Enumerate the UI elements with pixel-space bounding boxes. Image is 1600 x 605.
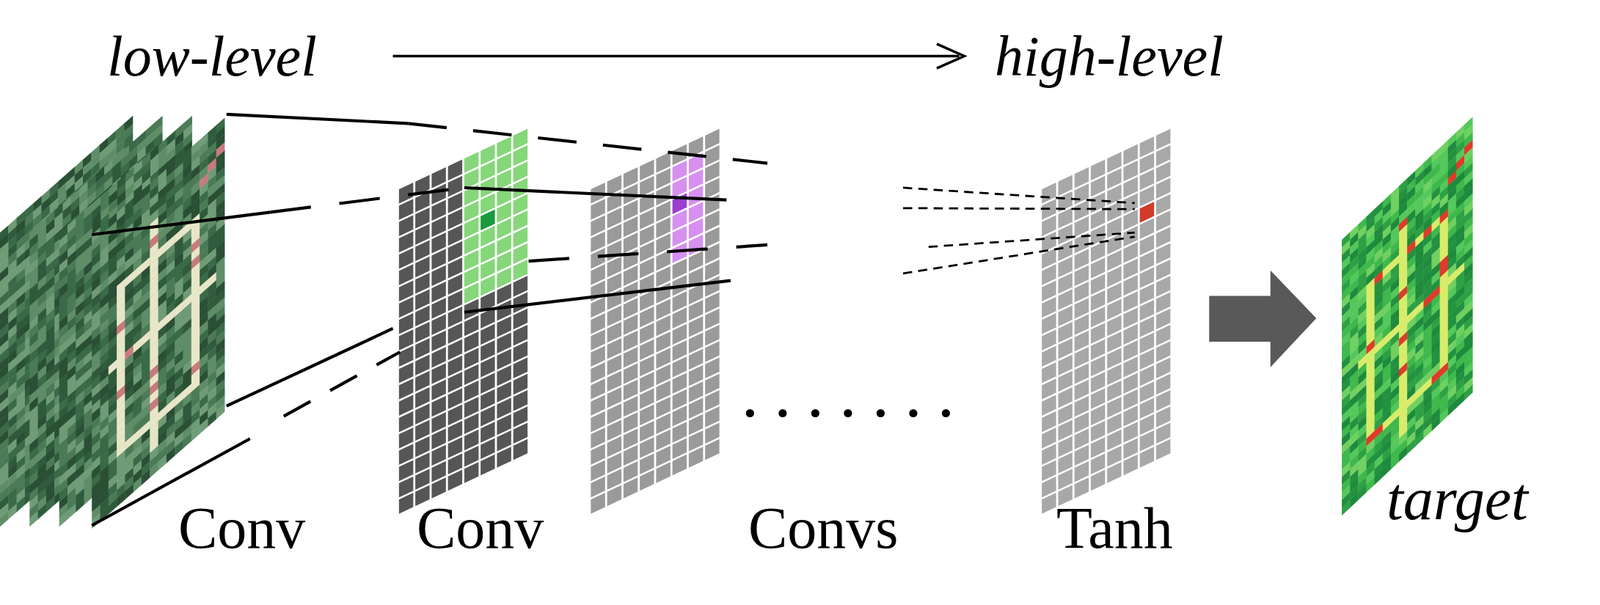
heatmap — [0, 115, 133, 528]
heat-cell — [29, 510, 39, 527]
heatmap — [29, 115, 163, 528]
heat-cell — [75, 496, 85, 513]
heat-cell — [59, 510, 69, 527]
heat-cell — [8, 503, 17, 520]
heat-cell — [67, 503, 77, 520]
heat-cell — [16, 496, 26, 513]
input-feature-maps — [0, 115, 225, 529]
heat-cell — [38, 503, 47, 520]
heatmap — [59, 115, 193, 528]
heatmap — [91, 117, 225, 529]
heat-cell — [84, 489, 94, 506]
heat-cell — [0, 510, 9, 527]
heat-cell — [46, 496, 56, 513]
